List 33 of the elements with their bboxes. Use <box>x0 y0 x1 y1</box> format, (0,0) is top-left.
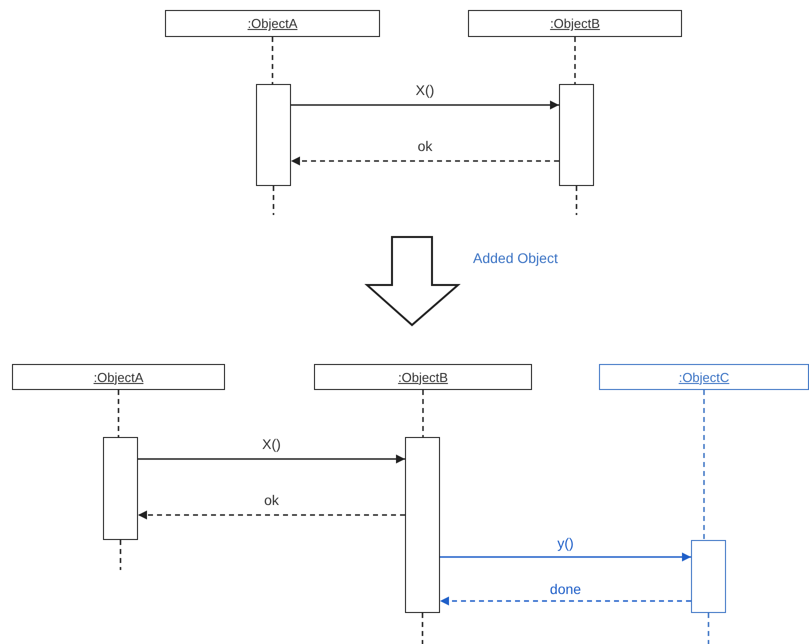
object-box <box>468 10 682 37</box>
object-name: :ObjectA <box>248 16 298 31</box>
activation-bar <box>103 437 138 540</box>
edge-label: ok <box>262 492 281 508</box>
lifeline <box>422 390 424 437</box>
edge-label: done <box>548 581 584 597</box>
message-arrow <box>138 454 405 464</box>
object-name: :ObjectC <box>678 370 730 384</box>
message-arrow <box>440 552 691 562</box>
object-box <box>165 10 380 37</box>
message-arrow <box>291 100 559 110</box>
activation-bar <box>256 84 291 186</box>
edge-label: X() <box>260 436 283 452</box>
message-arrow <box>138 510 405 520</box>
object-name: :ObjectA <box>94 370 144 384</box>
lifeline <box>703 390 705 540</box>
object-name: :ObjectB <box>398 370 448 384</box>
activation-bar <box>405 437 440 613</box>
object-box <box>599 364 809 390</box>
object-name: :ObjectB <box>550 16 600 31</box>
activation-bar <box>559 84 594 186</box>
object-box <box>12 364 225 390</box>
message-arrow <box>440 596 691 606</box>
message-arrow <box>291 156 559 166</box>
edge-label: y() <box>555 535 576 551</box>
lifeline <box>574 37 576 84</box>
annotation: Added Object <box>473 250 558 266</box>
object-box <box>314 364 532 390</box>
lifeline <box>118 390 120 437</box>
activation-bar <box>691 540 726 613</box>
lifeline <box>272 37 274 84</box>
edge-label: X() <box>414 82 436 98</box>
edge-label: ok <box>416 138 434 154</box>
